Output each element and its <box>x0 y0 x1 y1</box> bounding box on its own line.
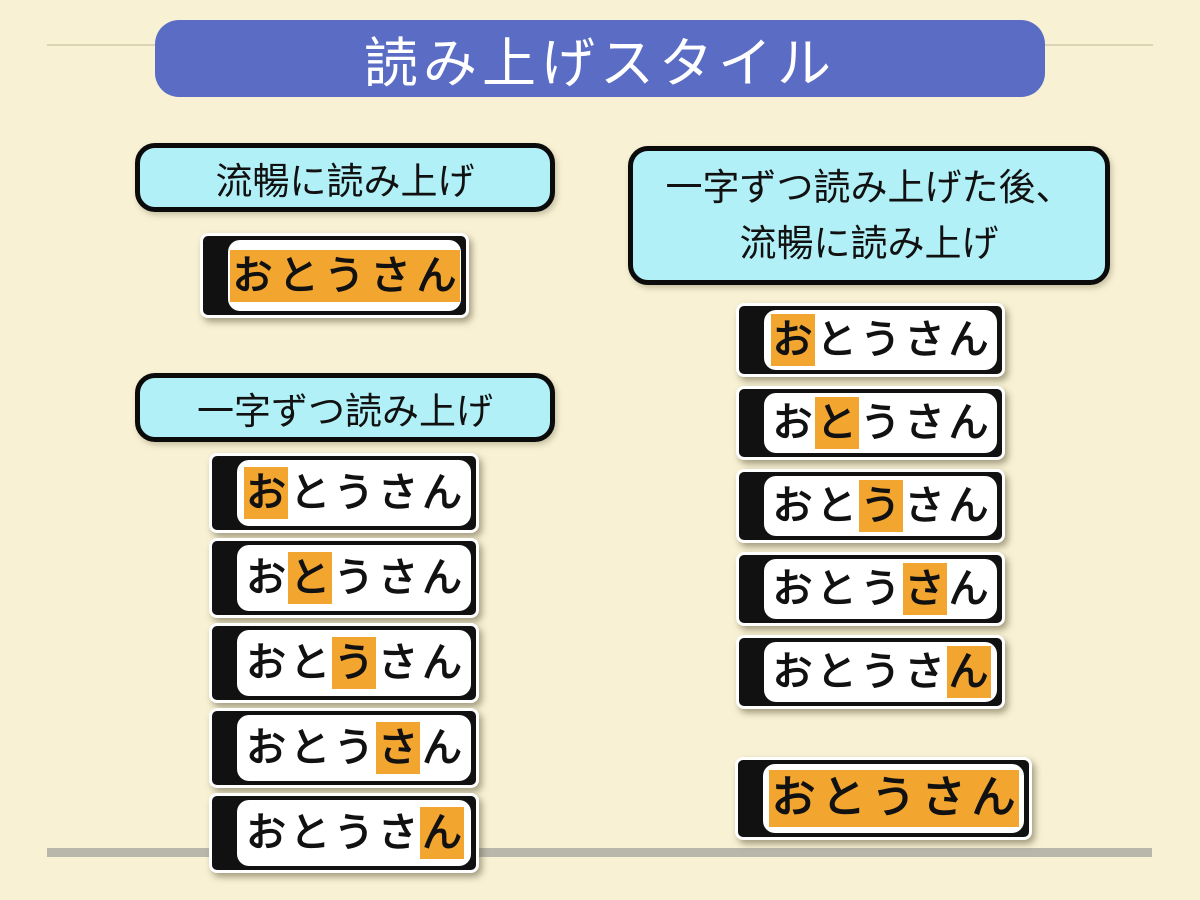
word-char: と <box>816 649 857 694</box>
left-card-sequence: おとうさんおとうさんおとうさんおとうさんおとうさん <box>209 453 479 873</box>
word-char: お <box>772 566 813 611</box>
word-card-face: おとうさん <box>237 545 471 611</box>
word-card-face: おとうさん <box>764 393 997 453</box>
word-card-face: おとうさん <box>764 310 997 370</box>
word-char: お <box>772 649 813 694</box>
word-card: おとうさん <box>736 635 1005 709</box>
word-char-highlighted: と <box>288 552 332 604</box>
word-char: お <box>246 555 286 600</box>
word-card: おとうさん <box>209 453 479 533</box>
word-card-face: おとうさん <box>237 800 471 866</box>
word-char-highlighted: さ <box>367 249 414 302</box>
word-char: と <box>290 640 330 685</box>
word-card: おとうさん <box>736 386 1005 460</box>
word-card: おとうさん <box>209 708 479 788</box>
word-char: う <box>860 317 901 362</box>
word-card-face: おとうさん <box>237 630 471 696</box>
word-card: おとうさん <box>735 757 1032 840</box>
label-char-then-fluent-line2: 流暢に読み上げ <box>739 222 999 264</box>
word-char: う <box>334 725 374 770</box>
word-card-face: おとうさん <box>763 764 1024 833</box>
page-title: 読み上げスタイル <box>155 20 1045 97</box>
word-char: う <box>860 400 901 445</box>
word-char: う <box>334 810 374 855</box>
word-card-face: おとうさん <box>237 715 471 781</box>
word-char: と <box>816 566 857 611</box>
word-card-face: おとうさん <box>237 460 471 526</box>
word-char: ん <box>422 470 462 515</box>
word-char: さ <box>378 470 418 515</box>
word-char: と <box>816 317 857 362</box>
word-char-highlighted: お <box>229 249 276 302</box>
word-char-highlighted: と <box>818 770 869 827</box>
word-card: おとうさん <box>209 793 479 873</box>
word-char: さ <box>378 640 418 685</box>
word-char: う <box>334 555 374 600</box>
word-char-highlighted: ん <box>946 646 991 698</box>
label-fluent-reading: 流暢に読み上げ <box>135 143 555 212</box>
word-card-fluent-left: おとうさん <box>200 233 469 318</box>
word-char: さ <box>904 483 945 528</box>
label-char-then-fluent-line1: 一字ずつ読み上げた後、 <box>665 167 1073 208</box>
word-card: おとうさん <box>200 233 469 318</box>
word-char: ん <box>422 555 462 600</box>
word-char: お <box>246 640 286 685</box>
word-card: おとうさん <box>209 623 479 703</box>
word-card-face: おとうさん <box>764 476 997 536</box>
word-char-highlighted: さ <box>376 722 420 774</box>
word-char-highlighted: う <box>868 770 919 827</box>
word-card-fluent-right: おとうさん <box>735 757 1032 840</box>
word-char: ん <box>948 400 989 445</box>
word-char: と <box>290 725 330 770</box>
word-char: う <box>860 649 901 694</box>
word-char-highlighted: ん <box>420 807 464 859</box>
word-card: おとうさん <box>736 303 1005 377</box>
word-card-face: おとうさん <box>228 240 461 311</box>
word-char-highlighted: お <box>244 467 288 519</box>
word-char-highlighted: お <box>770 314 815 366</box>
word-char-highlighted: ん <box>968 770 1019 827</box>
word-char-highlighted: さ <box>902 563 947 615</box>
word-char-highlighted: お <box>768 770 819 827</box>
word-char: ん <box>422 640 462 685</box>
right-card-sequence: おとうさんおとうさんおとうさんおとうさんおとうさん <box>736 303 1005 709</box>
word-char-highlighted: う <box>321 249 368 302</box>
word-char: う <box>860 566 901 611</box>
word-card: おとうさん <box>736 469 1005 543</box>
word-char: さ <box>904 317 945 362</box>
word-char: と <box>816 483 857 528</box>
word-char: ん <box>948 483 989 528</box>
word-char: お <box>772 400 813 445</box>
word-char-highlighted: ん <box>413 249 460 302</box>
word-card-face: おとうさん <box>764 559 997 619</box>
word-card: おとうさん <box>736 552 1005 626</box>
word-char: ん <box>948 566 989 611</box>
label-char-by-char: 一字ずつ読み上げ <box>135 373 555 442</box>
word-char: さ <box>904 400 945 445</box>
word-char: と <box>290 810 330 855</box>
word-char: さ <box>378 810 418 855</box>
word-char-highlighted: う <box>332 637 376 689</box>
word-char: お <box>246 810 286 855</box>
bottom-divider-line <box>47 848 1152 857</box>
word-char: お <box>772 483 813 528</box>
word-char: さ <box>904 649 945 694</box>
word-char-highlighted: う <box>858 480 903 532</box>
word-card-face: おとうさん <box>764 642 997 702</box>
word-char-highlighted: と <box>275 249 322 302</box>
word-char-highlighted: と <box>814 397 859 449</box>
word-char-highlighted: さ <box>918 770 969 827</box>
word-card: おとうさん <box>209 538 479 618</box>
word-char: う <box>334 470 374 515</box>
label-char-then-fluent: 一字ずつ読み上げた後、 流暢に読み上げ <box>628 146 1110 285</box>
word-char: と <box>290 470 330 515</box>
word-char: さ <box>378 555 418 600</box>
word-char: ん <box>422 725 462 770</box>
word-char: ん <box>948 317 989 362</box>
word-char: お <box>246 725 286 770</box>
